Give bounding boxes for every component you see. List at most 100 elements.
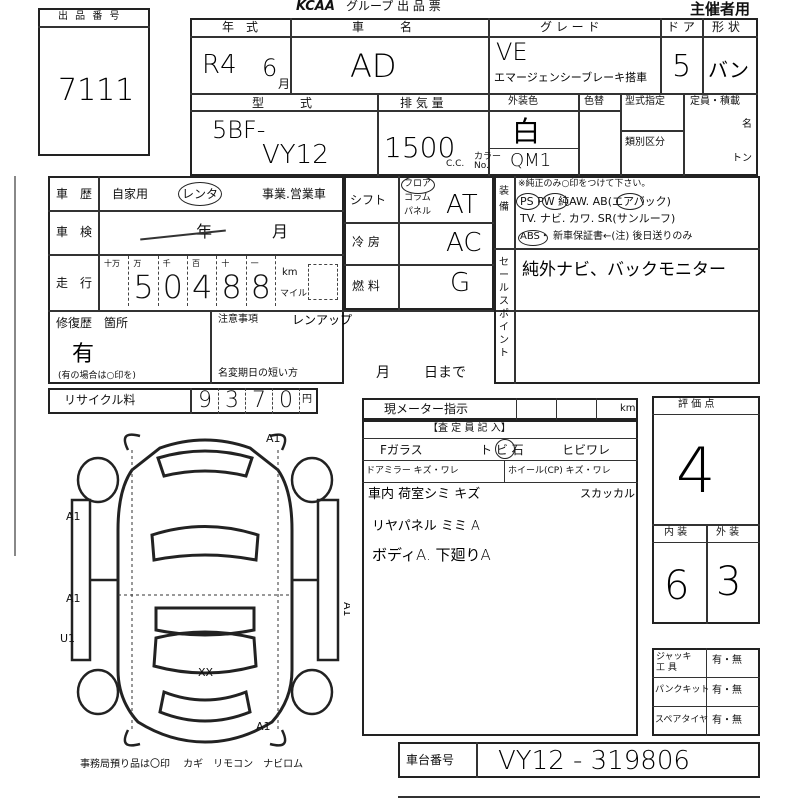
- mileage-digit-label: 千: [162, 259, 171, 268]
- history-business: 事業.営業車: [262, 187, 326, 201]
- mileage-digit-value: 8: [250, 268, 271, 306]
- notes-label: 注意事項: [218, 314, 258, 325]
- recycle-digit: 7: [246, 388, 273, 414]
- type-cert-label: 型式指定: [625, 96, 665, 107]
- mileage-digit-label: 十万: [104, 259, 120, 268]
- damage-mark-left-front: A1: [66, 510, 81, 523]
- damage-mark-rear-right: A1: [256, 720, 271, 733]
- spare-label: スペアタイヤ: [655, 715, 709, 725]
- category-label: 類別区分: [625, 137, 665, 148]
- repair-value: 有: [72, 342, 95, 367]
- interior-label: 内 装: [664, 527, 688, 538]
- ac-value: AC: [446, 228, 482, 258]
- rename-label: 名変期日の短い方: [218, 368, 298, 379]
- mileage-digit-value: 5: [133, 268, 154, 306]
- repair-label: 修復歴 箇所: [56, 316, 129, 330]
- sales-point-value: 純外ナビ、バックモニター: [522, 260, 726, 280]
- grade-label: グ レ ー ド: [540, 20, 600, 34]
- shift-opt-panel: パネル: [404, 207, 432, 217]
- displacement-value: 1500: [384, 131, 456, 164]
- recycle-box: [48, 388, 318, 414]
- wheel-label: ホイール(CP) キズ・ワレ: [508, 466, 611, 476]
- fuel-label: 燃 料: [352, 279, 380, 293]
- recycle-digit: 9: [192, 388, 219, 414]
- ac-label: 冷 房: [352, 235, 380, 249]
- recycle-digit: 3: [219, 388, 246, 414]
- displacement-unit: C.C.: [446, 159, 465, 169]
- notes-value: レンアップ: [292, 313, 353, 327]
- ab-circle-mark: [616, 193, 644, 210]
- glass-label: Fガラス: [380, 443, 423, 457]
- equipment-label: 装備: [499, 186, 509, 213]
- sponsor-use-label: 主催者用: [690, 0, 751, 18]
- meter-box: [362, 398, 638, 420]
- shift-opt-column: コラム: [404, 193, 431, 203]
- shift-label: シフト: [350, 193, 387, 207]
- meter-unit: km: [620, 403, 636, 414]
- glass-circle-mark: [495, 439, 515, 459]
- chassis-value: VY12 - 319806: [498, 746, 690, 776]
- color-value: 白: [512, 115, 541, 148]
- name-label: 車 名: [352, 20, 413, 34]
- damage-mark-rear-panel: XX: [198, 666, 214, 679]
- equipment-line-3: ABS・ 新車保証書←(注) 後日送りのみ: [520, 231, 693, 242]
- repair-note: (有の場合は○印を): [58, 371, 136, 381]
- capacity-label: 定員・積載: [690, 96, 740, 107]
- abs-circle-mark: [518, 230, 548, 246]
- pw-circle-mark: [542, 193, 568, 210]
- mile-label: マイル: [280, 289, 308, 299]
- damage-mark-left-bottom: U1: [60, 632, 75, 645]
- year-month-value: 6: [262, 54, 278, 82]
- history-label: 車 歴: [56, 187, 93, 201]
- mileage-digit-value: 8: [221, 268, 242, 306]
- model-value-2: VY12: [262, 140, 329, 170]
- grade-value-1: VE: [496, 38, 528, 66]
- model-label: 型 式: [252, 96, 313, 110]
- mile-checkbox: [308, 264, 338, 300]
- rename-month: 月: [376, 365, 390, 381]
- model-value-1: 5BF-: [212, 116, 266, 144]
- inspector-block: [362, 420, 638, 736]
- mileage-digit-value: 0: [162, 268, 184, 306]
- shaken-month: 月: [272, 222, 289, 241]
- history-own: 自家用: [112, 187, 149, 201]
- exterior-label: 外 装: [716, 527, 740, 538]
- glass-crack: ヒビワレ: [562, 443, 611, 457]
- color-code-label: カラー No.: [474, 152, 502, 171]
- puncture-value: 有・無: [712, 685, 742, 696]
- jack-label: ジャッキ 工 具: [656, 652, 692, 673]
- month-unit: 月: [278, 77, 291, 91]
- doors-value: 5: [672, 49, 692, 84]
- office-note: 事務局預り品は〇印 カギ リモコン ナビロム: [80, 759, 304, 770]
- rename-day: 日まで: [424, 365, 466, 381]
- mileage-digit-cell: 十万: [100, 256, 130, 306]
- inspector-line-3: ボディA. 下廻りA: [372, 546, 491, 564]
- inspector-line-1b: スカッカル: [580, 487, 635, 500]
- damage-mark-front-right: A1: [266, 432, 281, 445]
- recycle-label: リサイクル料: [64, 393, 136, 407]
- lot-number-label: 出 品 番 号: [58, 11, 122, 22]
- interior-value: 6: [664, 563, 690, 609]
- mileage-label: 走 行: [56, 276, 93, 290]
- meter-label: 現メーター指示: [384, 402, 469, 416]
- car-name-value: AD: [350, 47, 397, 85]
- mileage-digit-value: 4: [191, 268, 213, 306]
- damage-mark-left-rear: A1: [66, 592, 81, 605]
- year-label: 年 式: [222, 20, 259, 34]
- chassis-label: 車台番号: [406, 753, 455, 767]
- history-block: [48, 176, 344, 384]
- km-label: km: [282, 267, 298, 278]
- shaken-label: 車 検: [56, 225, 93, 239]
- lot-number-box: [38, 8, 150, 156]
- color-change-label: 色替: [584, 96, 604, 107]
- mileage-digit-label: 一: [250, 259, 259, 268]
- shift-circle-mark: [401, 176, 435, 194]
- org-subtitle: グループ 出 品 票: [346, 0, 441, 13]
- displacement-label: 排 気 量: [400, 96, 444, 110]
